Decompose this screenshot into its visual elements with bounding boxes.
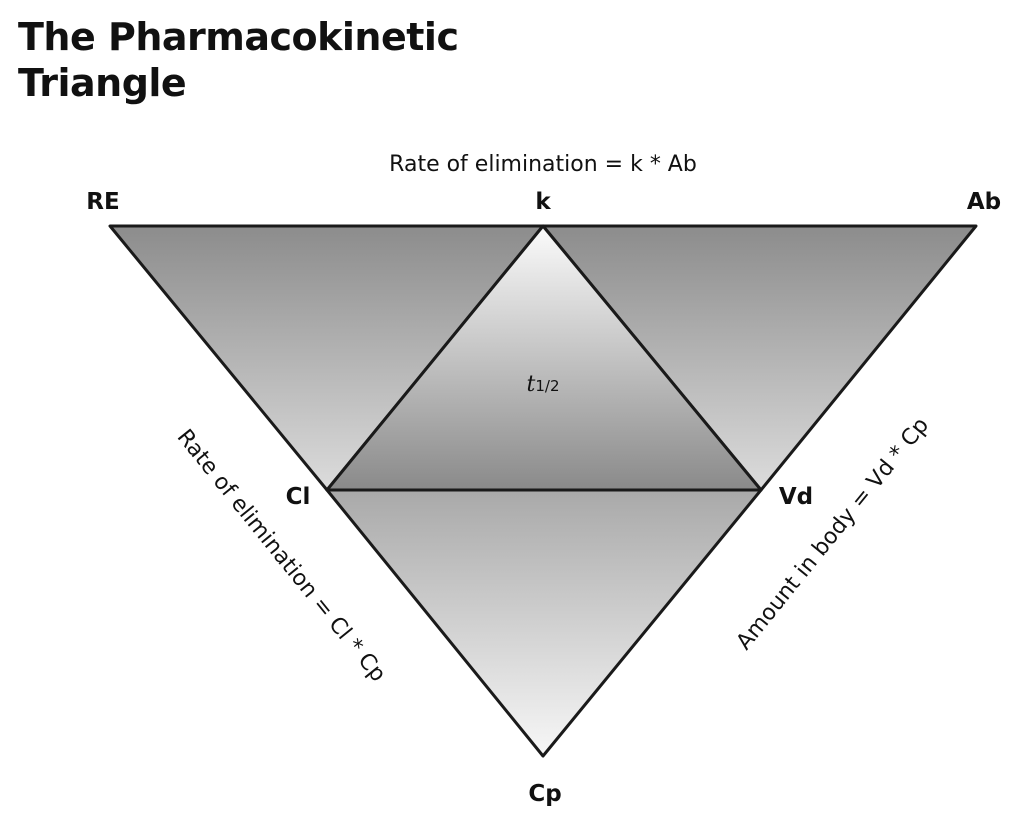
triangle-cl-vd-cp bbox=[325, 488, 763, 758]
half-life-symbol: t bbox=[527, 372, 536, 397]
vertex-label-cl: Cl bbox=[286, 484, 311, 510]
half-life-subscript: 1/2 bbox=[535, 377, 559, 395]
vertex-label-k: k bbox=[535, 189, 551, 215]
relation-top-k-ab: Rate of elimination = k * Ab bbox=[389, 152, 697, 177]
title-line-1: The Pharmacokinetic bbox=[18, 15, 459, 59]
half-life-label: t1/2 bbox=[527, 372, 560, 397]
title-line-2: Triangle bbox=[18, 61, 187, 105]
vertex-label-ab: Ab bbox=[967, 189, 1001, 215]
vertex-label-re: RE bbox=[86, 189, 119, 215]
page-title: The Pharmacokinetic Triangle bbox=[18, 14, 459, 106]
vertex-label-cp: Cp bbox=[528, 781, 561, 807]
vertex-label-vd: Vd bbox=[779, 484, 813, 510]
